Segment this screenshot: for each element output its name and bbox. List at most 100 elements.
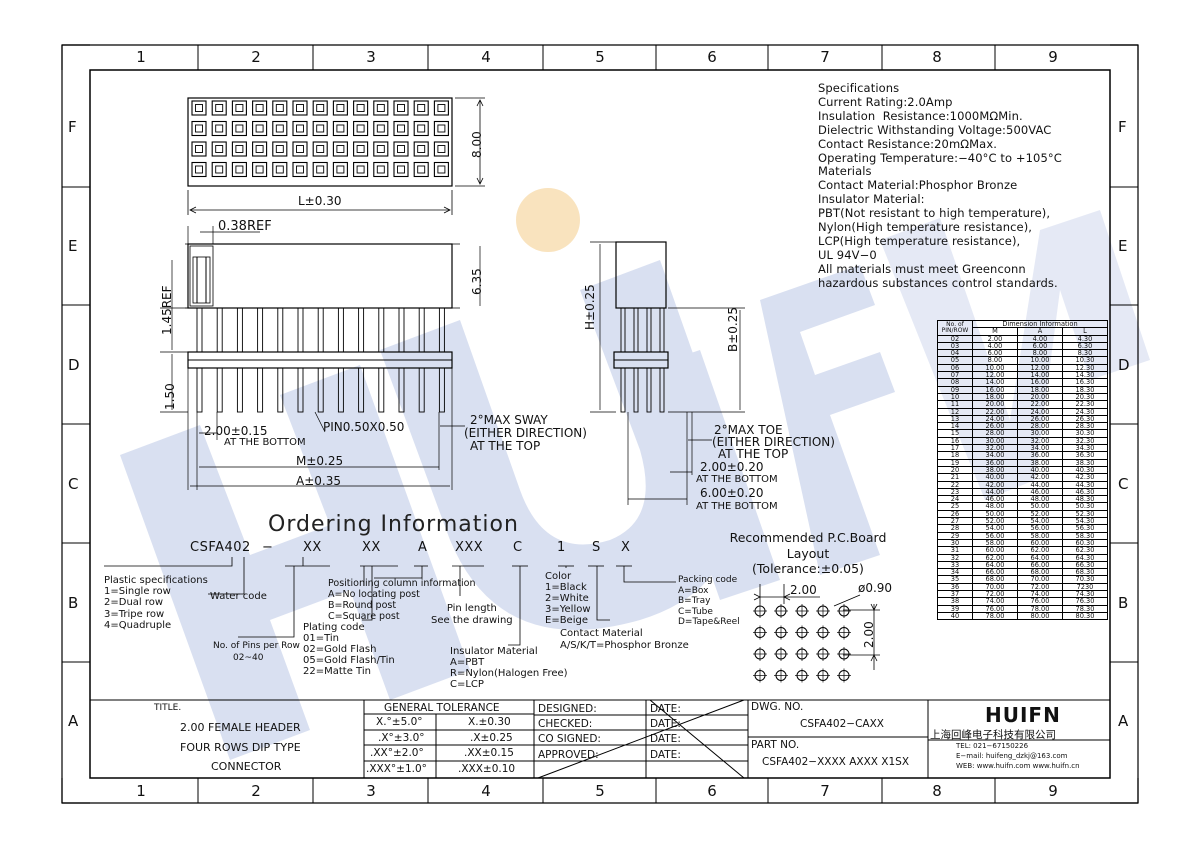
contact-cell [231, 120, 247, 137]
dim-sway-3: AT THE TOP [470, 439, 541, 453]
table-cell: 18.30 [1061, 385, 1109, 394]
table-cell: 74.00 [972, 597, 1018, 606]
table-cell: 62.30 [1061, 546, 1109, 555]
water-code: Water code [210, 591, 267, 602]
code-dash: − [262, 540, 274, 555]
contact-cell [211, 161, 227, 178]
contact-cell [353, 100, 369, 116]
tol-angle: X.°±5.0° [376, 716, 423, 728]
table-cell: 15 [937, 429, 973, 438]
pcb-pitch-v: 2.00 [862, 621, 876, 648]
table-cell: 22.00 [1016, 400, 1063, 409]
contact-cell [272, 100, 288, 116]
pin [378, 367, 385, 413]
contact-cell [252, 100, 268, 116]
table-cell: 10 [937, 392, 973, 402]
dim-a: A±0.35 [296, 474, 341, 488]
pin [216, 367, 223, 413]
contact-cell [292, 100, 308, 116]
table-cell: 34.30 [1061, 444, 1109, 453]
code-seg: S [592, 540, 601, 555]
zone-row: A [1118, 712, 1129, 730]
date-label: DATE: [650, 749, 681, 761]
zone-col: 4 [481, 48, 491, 66]
table-cell: 40 [937, 611, 973, 621]
signoff-checked: CHECKED: [538, 718, 593, 730]
table-cell: 16 [937, 436, 973, 446]
contact-cell [332, 120, 348, 137]
zone-row: F [1118, 118, 1127, 136]
pin [297, 367, 304, 413]
pin [633, 367, 639, 413]
table-cell: 54.00 [972, 524, 1018, 533]
pin [659, 307, 665, 353]
zone-row: D [68, 356, 80, 374]
spec-line: Specifications [818, 81, 900, 95]
pin [659, 367, 665, 413]
table-cell: 06 [937, 363, 973, 373]
contact-cell [272, 120, 288, 137]
contact-cell [332, 161, 348, 178]
part-number: CSFA402−XXXX AXXX X1SX [762, 756, 910, 768]
contact-cell [373, 120, 389, 137]
contact-cell [413, 100, 429, 116]
contact-cell [312, 161, 328, 178]
table-cell: 12.30 [1061, 363, 1109, 373]
code-seg: C [513, 540, 523, 555]
contact-cell [413, 161, 429, 178]
table-cell: 11 [937, 400, 973, 409]
zone-row: A [68, 712, 79, 730]
table-cell: 09 [937, 385, 973, 394]
pcb-hole: ø0.90 [858, 581, 893, 595]
company-email: E−mail: huifeng_dzkj@163.com [956, 752, 1068, 760]
table-cell: 78.00 [972, 611, 1018, 621]
company-logo: HUIFN [985, 703, 1061, 727]
contact-cell [272, 161, 288, 178]
pin [438, 367, 445, 413]
pin [277, 367, 284, 413]
zone-col: 1 [136, 48, 146, 66]
zone-col: 3 [366, 48, 376, 66]
table-cell: 46.30 [1061, 487, 1109, 497]
ordering-title: Ordering Information [268, 512, 519, 537]
table-cell: 80.00 [1016, 611, 1063, 621]
pin [646, 307, 652, 353]
code-seg: A [418, 540, 428, 555]
table-cell: 23 [937, 487, 973, 497]
contact-cell [413, 141, 429, 157]
table-cell: 04 [937, 349, 973, 358]
packing-code: Packing code A=Box B=Tray C=Tube D=Tape&… [678, 575, 740, 627]
pin [196, 367, 203, 413]
table-cell: 12 [937, 407, 973, 416]
contact-cell [353, 141, 369, 157]
table-cell: 80.30 [1061, 611, 1109, 621]
contact-cell [231, 100, 247, 116]
table-cell: 20.30 [1061, 392, 1109, 402]
pin [358, 367, 365, 413]
contact-cell [393, 120, 409, 137]
spec-line: All materials must meet Greenconn [818, 261, 1026, 276]
dim-spacing-200: 2.00±0.20 [700, 460, 764, 474]
contact-cell [211, 100, 227, 116]
contact-cell [433, 100, 449, 116]
contact-material: Contact Material A/S/K/T=Phosphor Bronze [560, 628, 689, 651]
dim-at-bottom-3: AT THE BOTTOM [696, 501, 778, 512]
zone-col: 5 [595, 782, 605, 800]
dim-sway-2: (EITHER DIRECTION) [464, 426, 587, 440]
table-cell: 20 [937, 465, 973, 475]
zone-col: 7 [820, 48, 830, 66]
table-cell: 40.00 [972, 473, 1018, 482]
contact-cell [231, 161, 247, 178]
